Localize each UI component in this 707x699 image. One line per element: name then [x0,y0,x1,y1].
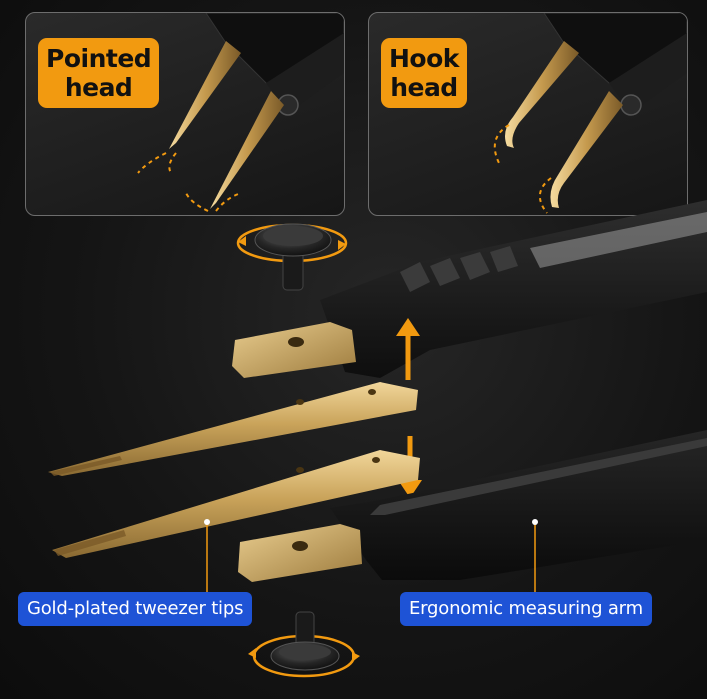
bottom-knob [248,611,360,678]
callout-gold-tips: Gold-plated tweezer tips [18,592,253,626]
lower-gold-plate [238,524,362,582]
top-knob [236,223,348,291]
pointed-head-illustration [137,13,344,212]
lower-gold-tip [52,450,420,558]
pointed-head-tag-line1: Pointed [46,44,152,73]
hook-head-illustration [493,13,687,214]
hook-head-tag-line1: Hook [389,44,459,73]
pointed-head-tag: Pointed head [38,38,160,108]
upper-gold-plate [232,322,356,378]
lower-arm [330,430,707,580]
callout-measuring-arm: Ergonomic measuring arm [400,592,652,626]
up-arrow [396,318,420,380]
callout-leaders [204,519,538,592]
upper-gold-tip [48,382,418,476]
upper-arm [320,200,707,378]
hook-head-panel: Hook head [368,12,688,216]
hook-head-tag: Hook head [381,38,467,108]
hook-head-tag-line2: head [390,73,458,102]
pointed-head-tag-line2: head [64,73,133,102]
pointed-head-panel: Pointed head [25,12,345,216]
